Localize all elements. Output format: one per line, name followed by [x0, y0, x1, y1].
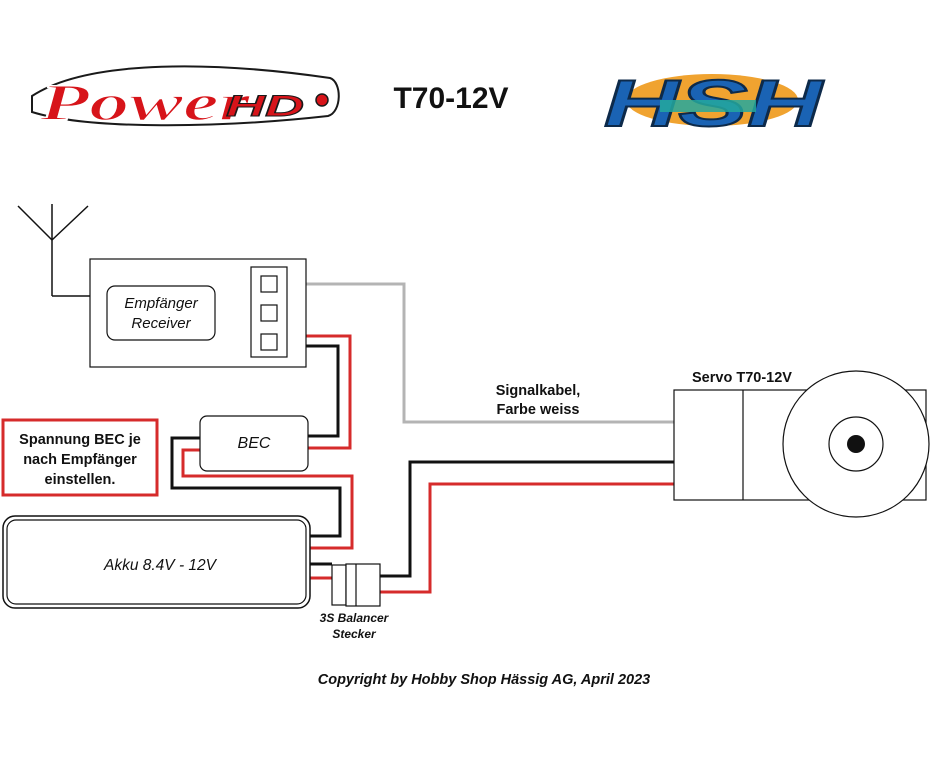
power-hd-logo-text: Power: [38, 75, 251, 132]
receiver-port-1: [260, 275, 278, 293]
antenna-icon: [17, 204, 90, 297]
battery-pack: Akku 8.4V - 12V: [2, 515, 311, 609]
servo-label: Servo T70-12V: [692, 370, 792, 386]
battery-label: Akku 8.4V - 12V: [103, 557, 218, 574]
bec-label: BEC: [238, 435, 271, 452]
power-hd-logo-suffix: HD: [226, 90, 304, 123]
diagram-title: T70-12V: [393, 82, 508, 115]
hsh-logo: HSH: [603, 65, 825, 141]
wire-receiver-negative: [286, 344, 340, 438]
wire-servo-negative: [380, 460, 674, 578]
receiver-label-line2: Receiver: [131, 315, 191, 332]
receiver: Empfänger Receiver: [89, 258, 307, 368]
receiver-port-3: [260, 333, 278, 351]
wire-signal: [286, 282, 674, 424]
signal-cable-label-line2: Farbe weiss: [496, 402, 579, 418]
balancer-connector: 3S Balancer Stecker: [320, 563, 390, 641]
bec-note-line3: einstellen.: [45, 472, 116, 488]
connector-label-line2: Stecker: [332, 627, 377, 641]
servo: Servo T70-12V: [673, 370, 930, 518]
receiver-port-2: [260, 304, 278, 322]
connector-label-line1: 3S Balancer: [320, 611, 390, 625]
servo-shaft: [847, 435, 865, 453]
wire-servo-positive: [380, 482, 674, 594]
bec-note-line1: Spannung BEC je: [19, 432, 141, 448]
receiver-label-line1: Empfänger: [124, 295, 198, 312]
power-hd-logo: Power HD: [31, 65, 340, 133]
wire-receiver-positive: [286, 334, 352, 450]
copyright-text: Copyright by Hobby Shop Hässig AG, April…: [318, 672, 650, 688]
bec-module: BEC: [199, 415, 309, 472]
wire-bec-positive: [181, 448, 354, 550]
bec-voltage-note: Spannung BEC je nach Empfänger einstelle…: [1, 418, 159, 497]
wire-bec-negative: [170, 436, 342, 538]
bec-note-line2: nach Empfänger: [23, 452, 137, 468]
wires: [170, 282, 674, 594]
signal-cable-label-line1: Signalkabel,: [496, 383, 581, 399]
